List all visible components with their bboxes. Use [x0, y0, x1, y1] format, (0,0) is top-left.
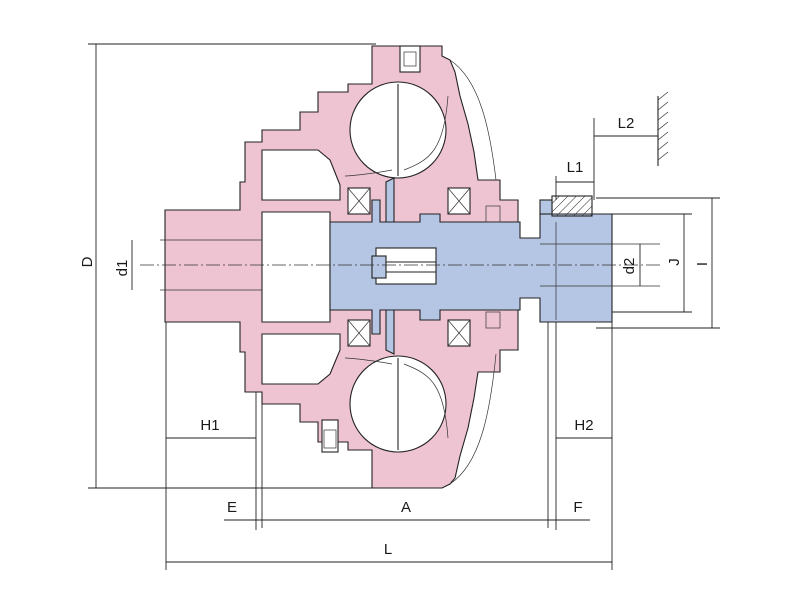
label-d1: d1	[114, 260, 131, 277]
bearing-lower-right	[447, 319, 471, 347]
wall-symbol	[657, 91, 669, 166]
center-bolt	[371, 255, 387, 279]
label-E: E	[227, 499, 237, 516]
label-I: I	[694, 262, 711, 266]
label-L: L	[384, 541, 392, 558]
bearing-lower-left	[347, 319, 371, 347]
label-D: D	[79, 256, 96, 267]
dimension-lines	[88, 43, 720, 570]
label-L1: L1	[567, 159, 584, 176]
coupling-spring	[551, 195, 593, 217]
label-H2: H2	[574, 417, 593, 434]
bearing-upper-left	[347, 187, 371, 215]
label-F: F	[573, 499, 582, 516]
label-d2: d2	[621, 258, 638, 275]
upper-pocket	[261, 149, 341, 201]
bearings	[347, 187, 501, 347]
label-L2: L2	[618, 115, 635, 132]
bearing-upper-right	[447, 187, 471, 215]
top-fill-plug	[399, 45, 421, 73]
pin-coupling	[539, 195, 593, 320]
output-shaft-assembly	[329, 177, 613, 355]
label-H1: H1	[200, 417, 219, 434]
lower-pocket	[261, 333, 341, 385]
bottom-drain-bolt	[321, 419, 339, 453]
label-A: A	[401, 499, 411, 516]
label-J: J	[666, 258, 683, 266]
seal-upper	[485, 205, 501, 223]
hub-cavity	[261, 211, 331, 323]
seal-lower	[485, 311, 501, 329]
